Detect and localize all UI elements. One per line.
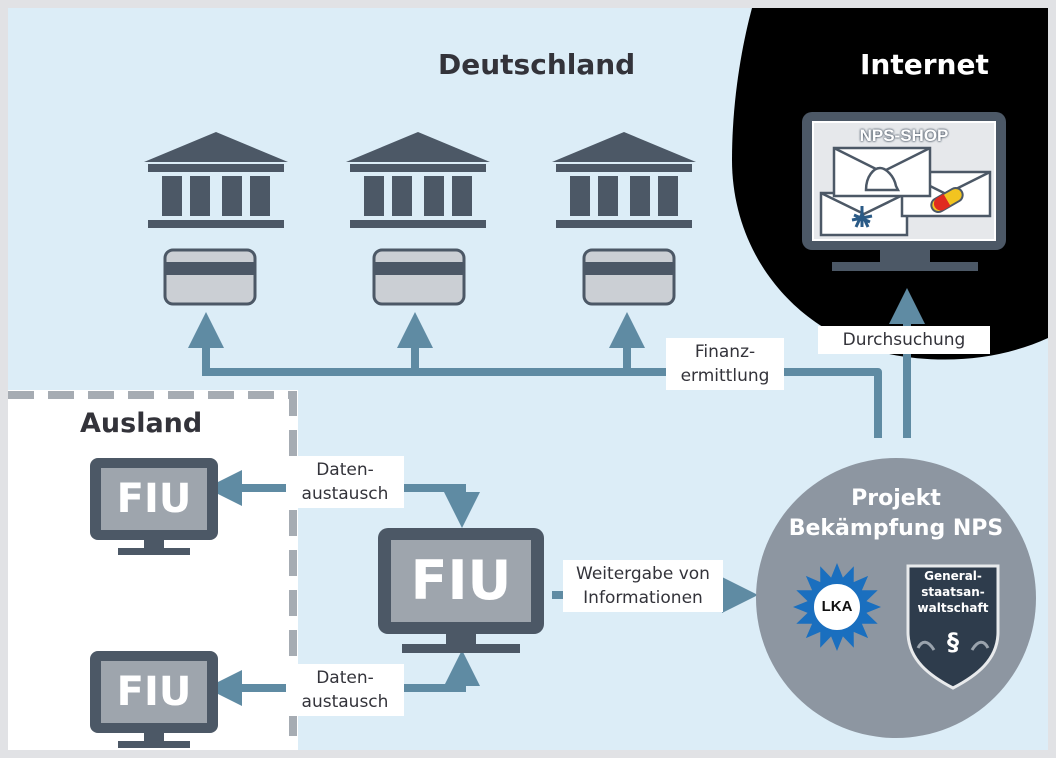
gsta-line-3: waltschaft bbox=[917, 601, 989, 615]
datenaustausch-line-2: austausch bbox=[301, 484, 389, 504]
finanzermittlung-label: Finanz- ermittlung bbox=[666, 338, 784, 390]
credit-card-icon bbox=[582, 248, 676, 306]
gsta-line-2: staatsan- bbox=[921, 585, 985, 599]
generalstaatsanwaltschaft-shield-icon bbox=[906, 564, 1000, 690]
lka-label: LKA bbox=[821, 598, 853, 615]
region-label-ausland: Ausland bbox=[80, 408, 203, 439]
ausland-border bbox=[8, 391, 297, 750]
project-title-line-1: Projekt bbox=[851, 486, 941, 511]
finanzermittlung-line-1: Finanz- bbox=[694, 342, 756, 362]
finanzermittlung-line-2: ermittlung bbox=[680, 366, 770, 386]
region-label-internet: Internet bbox=[860, 48, 989, 81]
datenaustausch-line-2: austausch bbox=[301, 692, 389, 712]
fiu-label: FIU bbox=[116, 476, 192, 522]
paragraph-symbol: § bbox=[947, 628, 959, 656]
fiu-monitor-icon bbox=[90, 458, 218, 555]
fiu-monitor-icon bbox=[90, 651, 218, 748]
datenaustausch-label-top: Daten- austausch bbox=[286, 456, 404, 508]
credit-card-icon bbox=[372, 248, 466, 306]
cannabis-leaf-icon bbox=[851, 206, 873, 228]
pill-icon bbox=[930, 187, 964, 213]
durchsuchung-label: Durchsuchung bbox=[818, 326, 990, 354]
weitergabe-label: Weitergabe von Informationen bbox=[563, 560, 723, 612]
powder-icon bbox=[864, 166, 901, 192]
weitergabe-line-1: Weitergabe von bbox=[576, 564, 710, 584]
fiu-label: FIU bbox=[116, 669, 192, 715]
fiu-monitor-icon bbox=[378, 528, 544, 653]
gsta-line-1: General- bbox=[924, 569, 982, 583]
weitergabe-line-2: Informationen bbox=[583, 588, 703, 608]
finanzermittlung-arrows bbox=[188, 312, 882, 438]
project-title: Projekt Bekämpfung NPS bbox=[776, 484, 1016, 544]
credit-card-icon bbox=[163, 248, 257, 306]
envelope-icon bbox=[819, 191, 909, 237]
datenaustausch-label-bottom: Daten- austausch bbox=[286, 664, 404, 716]
fiu-label: FIU bbox=[410, 549, 512, 612]
region-label-deutschland: Deutschland bbox=[438, 48, 636, 81]
project-title-line-2: Bekämpfung NPS bbox=[788, 516, 1004, 541]
nps-shop-monitor-icon bbox=[802, 112, 1006, 271]
gsta-label: General- staatsan- waltschaft bbox=[908, 568, 998, 616]
datenaustausch-line-1: Daten- bbox=[316, 460, 374, 480]
nps-shop-label: NPS-SHOP bbox=[859, 126, 949, 145]
datenaustausch-line-1: Daten- bbox=[316, 668, 374, 688]
lka-police-star-icon bbox=[793, 563, 881, 651]
